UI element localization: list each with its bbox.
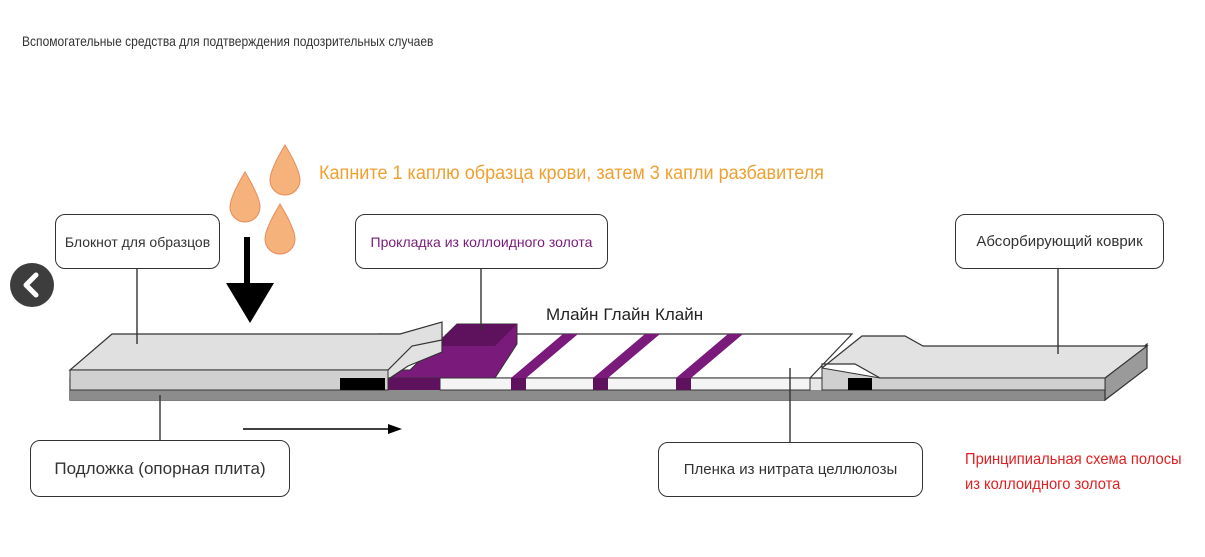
blood-drop-icon [264, 203, 296, 255]
colloidal-gold-pad [368, 323, 518, 390]
leader-lines [136, 269, 1059, 442]
arrow-down-icon [226, 237, 274, 323]
absorbent-pad [821, 335, 1149, 391]
test-line-m [511, 334, 578, 390]
nitrocellulose-membrane [438, 333, 854, 391]
sample-pad [68, 321, 443, 391]
caption-line-2: из коллоидного золота [965, 476, 1121, 493]
backing-plate-label: Подложка (опорная плита) [30, 440, 290, 497]
test-line-labels: Млайн Глайн Клайн [546, 305, 703, 325]
flow-direction-arrow-icon [243, 424, 402, 434]
blood-drop-icon [269, 144, 301, 196]
test-line-label-c: Клайн [654, 305, 704, 324]
diagram-caption: Принципиальная схема полосы из коллоидно… [965, 447, 1200, 497]
page-title: Вспомогательные средства для подтвержден… [22, 33, 434, 49]
chevron-left-icon [23, 272, 39, 298]
colloidal-gold-pad-label: Прокладка из коллоидного золота [355, 214, 608, 269]
instruction-text: Капните 1 каплю образца крови, затем 3 к… [319, 163, 824, 184]
absorbent-pad-label: Абсорбирующий коврик [955, 214, 1164, 269]
test-line-label-m: Млайн [546, 305, 599, 324]
nitrocellulose-label: Пленка из нитрата целлюлозы [658, 442, 923, 497]
previous-slide-button[interactable] [10, 263, 54, 307]
test-line-label-g: Глайн [603, 305, 650, 324]
sample-pad-label: Блокнот для образцов [55, 214, 220, 269]
test-line-c [676, 334, 743, 390]
test-line-g [593, 334, 660, 390]
blood-drop-icon [229, 171, 261, 223]
caption-line-1: Принципиальная схема полосы [965, 451, 1182, 468]
